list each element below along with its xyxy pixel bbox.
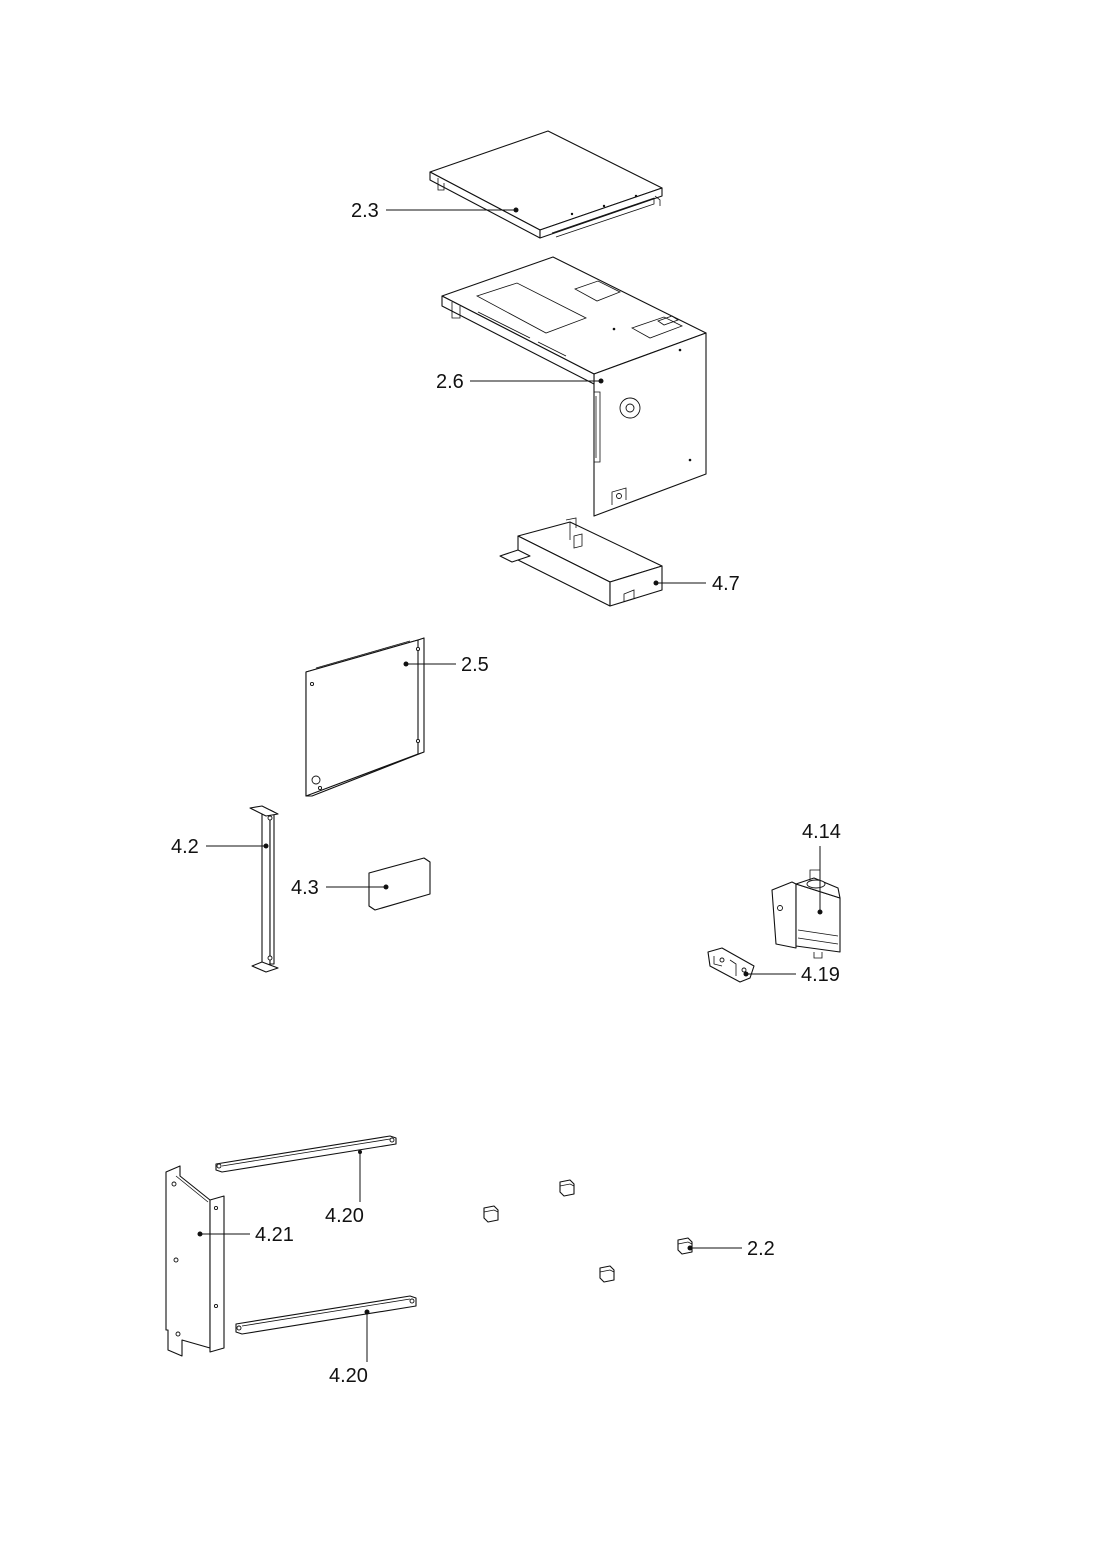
part-rail-bottom [235,1295,417,1335]
callout-4-7: 4.7 [712,573,740,595]
callout-4-2: 4.2 [171,836,199,858]
part-rail-top [215,1135,397,1173]
leader-2-6 [470,378,604,384]
part-vertical-bracket [249,805,279,973]
leader-4-3 [326,884,389,890]
part-main-housing [441,256,707,517]
leader-4-7 [653,580,706,586]
part-small-plate [368,857,431,911]
callout-2-6: 2.6 [436,371,464,393]
part-side-panel [305,637,425,797]
part-base-tray [499,517,663,607]
callout-4-20-bottom: 4.20 [329,1365,368,1387]
part-clip-4 [599,1265,615,1283]
part-pump-unit [771,869,841,959]
part-side-frame [165,1165,225,1357]
leader-4-20-bottom [364,1309,370,1362]
leader-2-3 [386,207,519,213]
leader-4-21 [197,1231,250,1237]
callout-4-21: 4.21 [255,1224,294,1246]
callout-4-20-top: 4.20 [325,1205,364,1227]
part-top-cover [429,130,663,239]
part-clip-2 [483,1205,499,1223]
leader-2-5 [403,661,456,667]
callout-4-3: 4.3 [291,877,319,899]
callout-2-5: 2.5 [461,654,489,676]
leader-2-2 [687,1245,742,1251]
leader-4-2 [206,843,269,849]
leader-4-14 [817,846,823,915]
callout-4-19: 4.19 [801,964,840,986]
part-clip-1 [559,1179,575,1197]
leader-4-20-top [358,1150,362,1202]
leader-4-19 [743,971,796,977]
callout-2-3: 2.3 [351,200,379,222]
callout-4-14: 4.14 [802,821,841,843]
part-bracket-clip [707,947,755,983]
callout-2-2: 2.2 [747,1238,775,1260]
